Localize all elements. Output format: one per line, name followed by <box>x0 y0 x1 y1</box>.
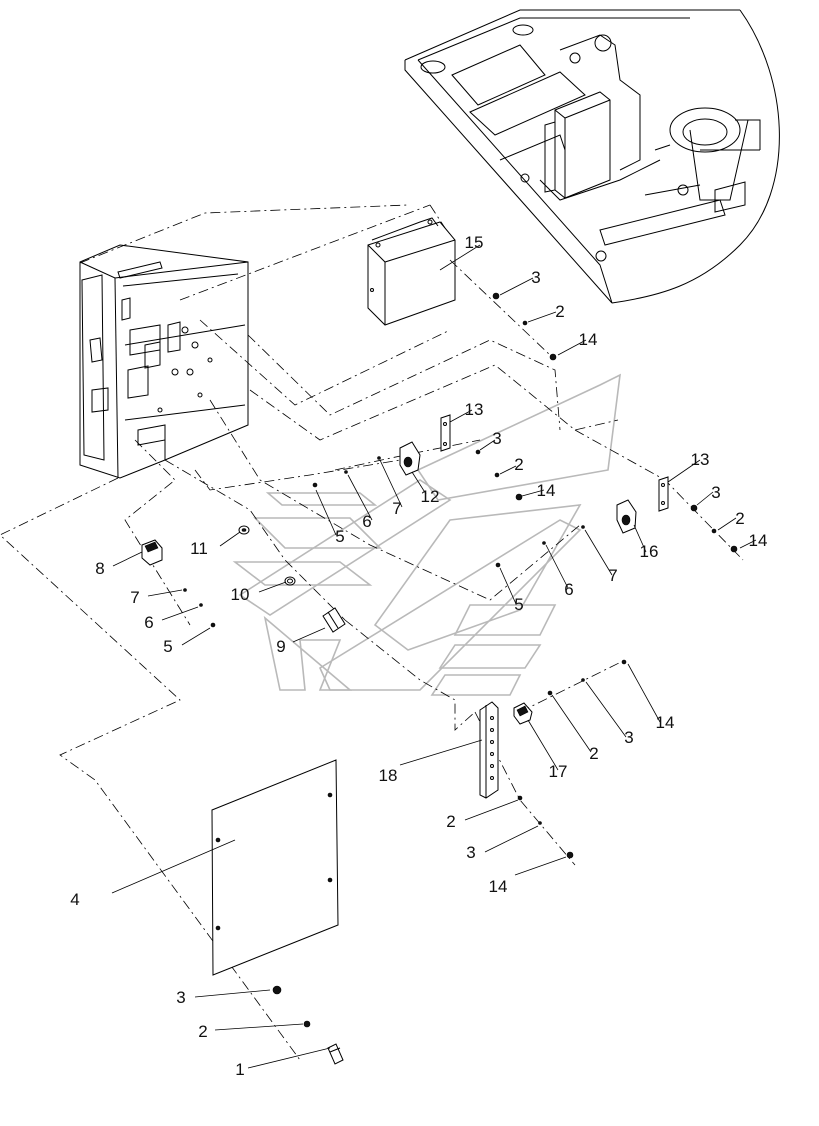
callout-c1: 1 <box>235 1060 244 1079</box>
leader-lines <box>111 244 757 1069</box>
callout-c2f: 2 <box>446 812 455 831</box>
small-components <box>141 414 669 1065</box>
callout-c3e: 3 <box>624 728 633 747</box>
callout-c7c: 7 <box>608 566 617 585</box>
electrical-box <box>79 244 249 479</box>
callout-c13a: 13 <box>465 400 484 419</box>
callout-c2d: 2 <box>735 509 744 528</box>
callout-c2c: 2 <box>555 302 564 321</box>
callout-c14c: 14 <box>749 531 768 550</box>
part-18-bracket <box>479 701 499 799</box>
callout-c7b: 7 <box>392 499 401 518</box>
callout-c11: 11 <box>190 539 208 558</box>
callout-c14b: 14 <box>579 330 598 349</box>
callout-c9: 9 <box>276 637 285 656</box>
callout-c3a: 3 <box>176 988 185 1007</box>
callout-c5a: 5 <box>163 637 172 656</box>
callout-c5b: 5 <box>335 527 344 546</box>
callout-c10: 10 <box>231 585 250 604</box>
callout-c2e: 2 <box>589 744 598 763</box>
callout-c3d: 3 <box>711 483 720 502</box>
callout-c5c: 5 <box>514 595 523 614</box>
callout-c3c: 3 <box>531 268 540 287</box>
callout-c3b: 3 <box>492 429 501 448</box>
callout-c17: 17 <box>549 762 568 781</box>
callout-c6c: 6 <box>564 580 573 599</box>
fasteners <box>183 292 738 1028</box>
callout-c14e: 14 <box>489 877 508 896</box>
machine-frame-inset <box>404 9 780 304</box>
callout-c14d: 14 <box>656 713 675 732</box>
callout-c4: 4 <box>70 890 79 909</box>
callout-c13b: 13 <box>691 450 710 469</box>
callout-c6b: 6 <box>362 512 371 531</box>
connection-lines <box>0 204 744 1061</box>
callout-c2b: 2 <box>514 455 523 474</box>
callout-c18: 18 <box>379 766 398 785</box>
callout-c3f: 3 <box>466 843 475 862</box>
callout-labels: 1234567891011567121332141532141332141676… <box>70 233 767 1079</box>
callout-c14a: 14 <box>537 481 556 500</box>
callout-c15: 15 <box>465 233 484 252</box>
callout-c7a: 7 <box>130 588 139 607</box>
callout-c8: 8 <box>95 559 104 578</box>
callout-c12: 12 <box>421 487 440 506</box>
watermark-logo <box>232 373 621 696</box>
callout-c2a: 2 <box>198 1022 207 1041</box>
callout-c6a: 6 <box>144 613 153 632</box>
part-4-plate <box>211 759 339 976</box>
part-15-box <box>367 217 456 326</box>
callout-c16: 16 <box>640 542 659 561</box>
